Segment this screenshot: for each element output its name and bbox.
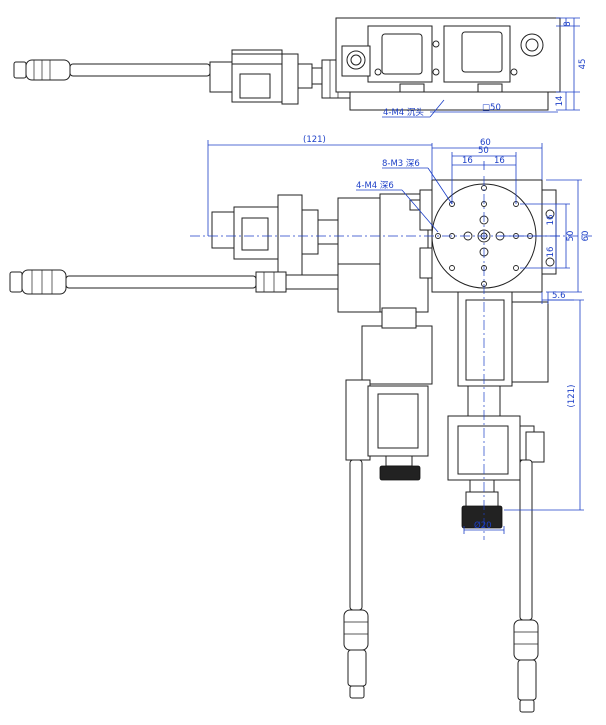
front-connector-body xyxy=(21,269,67,295)
right-connector-body xyxy=(513,619,539,661)
dim-hole-spacing-a: 16 xyxy=(462,156,473,166)
front-motor-flange xyxy=(277,194,303,276)
left-knob-grip xyxy=(379,465,421,481)
left-connector-body xyxy=(343,609,369,651)
left-cable xyxy=(349,459,363,611)
note-m4-holes: 4-M4 深6 xyxy=(356,181,394,191)
front-side-block xyxy=(511,301,549,383)
dim-side-16-a: 16 xyxy=(546,215,556,226)
front-knob-grip xyxy=(461,505,503,529)
top-stage-base xyxy=(349,91,549,111)
right-connector-plug xyxy=(519,699,535,713)
left-bracket xyxy=(345,379,371,461)
dim-side-50: 50 xyxy=(566,231,576,242)
front-motor-cap xyxy=(211,211,237,249)
dim-knob-dia: Ø20 xyxy=(474,520,492,531)
top-motor-flange xyxy=(281,53,299,105)
dim-top-base-width: □50 xyxy=(482,103,501,113)
note-top-m4: 4-M4 沉头 xyxy=(383,107,424,118)
front-drive-block xyxy=(337,197,381,265)
left-connector-plug xyxy=(349,685,365,699)
dim-offset: 5.6 xyxy=(552,291,566,301)
dim-hole-spacing-b: 16 xyxy=(494,156,505,166)
dim-table-width: 60 xyxy=(480,138,491,148)
front-connector-plug xyxy=(9,271,23,293)
note-m3-holes: 8-M3 深6 xyxy=(382,159,420,169)
dim-front-overall-left: (121) xyxy=(303,135,326,145)
dim-top-height-top: 8 xyxy=(563,21,573,26)
dim-side-16-b: 16 xyxy=(546,247,556,258)
dim-side-60: 60 xyxy=(581,231,591,242)
top-window-left xyxy=(381,33,423,75)
front-view: (121) 60 50 16 16 8-M3 深6 4-M4 深6 60 50 … xyxy=(9,135,592,713)
dim-front-overall-right: (121) xyxy=(567,385,577,408)
right-cable xyxy=(519,459,533,621)
left-vertical-housing xyxy=(361,325,433,385)
top-cable xyxy=(69,63,211,77)
dim-top-height-base: 14 xyxy=(555,96,565,107)
top-window-right xyxy=(461,31,503,73)
dim-top-height-total: 45 xyxy=(578,59,588,70)
top-view: 8 45 14 □50 4-M4 沉头 xyxy=(13,17,588,118)
top-connector-body xyxy=(25,59,71,81)
top-connector-plug xyxy=(13,61,27,79)
dim-hole-pitch: 50 xyxy=(478,146,489,156)
top-motor-cap xyxy=(209,61,235,93)
front-cable xyxy=(65,275,257,289)
